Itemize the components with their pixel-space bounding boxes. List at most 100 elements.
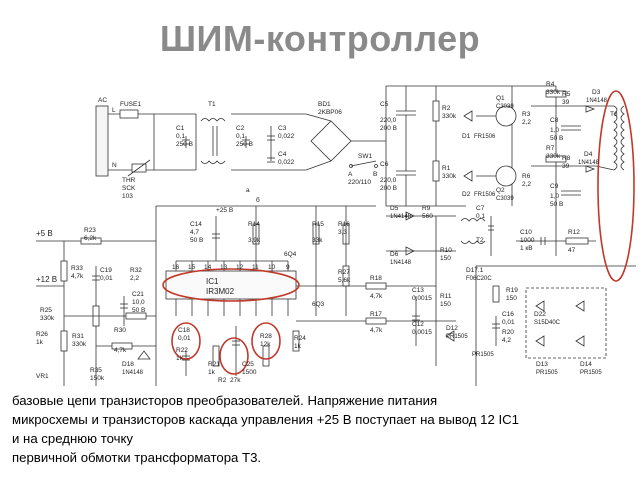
highlight-marks xyxy=(162,90,635,375)
component-label: D4 xyxy=(584,151,593,158)
component-label: 330k xyxy=(72,341,87,348)
component-label: 1000 xyxy=(520,237,535,244)
component-label: 13 xyxy=(220,264,228,271)
component-label: D3 xyxy=(592,89,601,96)
component-label: L xyxy=(112,107,116,114)
component-label: N xyxy=(112,162,117,169)
component-label: 11 xyxy=(252,264,259,271)
component-label: Q1 xyxy=(496,95,505,102)
component-label: 1,0 xyxy=(550,193,559,200)
component-label: R12 xyxy=(568,229,580,236)
component-label: D12 xyxy=(446,325,458,332)
component-label: 39 xyxy=(562,99,570,106)
ic1-highlight-ellipse xyxy=(162,268,300,302)
component-label: 0,0015 xyxy=(412,295,432,302)
caption-line: базовые цепи транзисторов преобразовател… xyxy=(12,393,438,408)
slide-title: ШИМ-контроллер xyxy=(159,18,481,59)
component-label: R2 xyxy=(218,377,227,384)
component-label: C7 xyxy=(476,205,485,212)
component-label: D1 xyxy=(462,133,471,140)
component-label: D5 xyxy=(390,205,399,212)
component-label: R1 xyxy=(442,165,451,172)
component-label: 220,0 xyxy=(380,117,397,124)
wires xyxy=(36,85,636,386)
component-label: 1N4148 xyxy=(578,160,600,166)
component-label: 1k xyxy=(36,339,44,346)
component-label: R28 xyxy=(260,333,272,340)
component-label: R2 xyxy=(442,105,451,112)
component-label: 1N4148 xyxy=(122,370,144,376)
component-label: R17 xyxy=(370,311,382,318)
component-label: 50 В xyxy=(550,135,563,142)
component-labels: AC L N FUSE1 T1 C1 0,1 250 В C2 0,1 250 … xyxy=(36,81,618,384)
component-label: 220/110 xyxy=(348,179,371,186)
component-label: PR1505 xyxy=(580,370,602,376)
component-label: R16 xyxy=(338,221,350,228)
component-label: R10 xyxy=(440,247,452,254)
component-label: 330k xyxy=(546,89,561,96)
component-label: 150k xyxy=(90,375,105,382)
component-label: D13 xyxy=(536,361,548,368)
component-label: 1,0 xyxy=(550,127,559,134)
caption-text: базовые цепи транзисторов преобразовател… xyxy=(12,391,632,467)
component-label: 220,0 xyxy=(380,177,397,184)
component-label: FUSE1 xyxy=(120,101,141,108)
component-label: 2,2 xyxy=(522,181,531,188)
component-label: R6 xyxy=(522,173,531,180)
component-label: C19 xyxy=(100,267,112,274)
component-label: R9 xyxy=(422,205,431,212)
component-label: 50 В xyxy=(550,201,563,208)
component-label: C2 xyxy=(236,125,245,132)
component-label: R5 xyxy=(562,91,571,98)
component-label: 0,01 xyxy=(502,319,515,326)
component-label: C18 xyxy=(178,327,190,334)
component-label: 16 xyxy=(172,264,180,271)
component-label: 5,6k xyxy=(338,277,351,284)
component-label: C25 xyxy=(242,361,254,368)
component-label: PR1505 xyxy=(536,370,558,376)
component-label: 1N4148 xyxy=(390,214,412,220)
component-label: 3,9k xyxy=(248,237,261,244)
component-label: 14 xyxy=(204,264,212,271)
component-label: 2KBP06 xyxy=(318,109,342,116)
c25-highlight-circle xyxy=(219,337,249,375)
component-label: C10 xyxy=(520,229,532,236)
component-label: 0,1 xyxy=(476,213,485,220)
component-label: 4,7 xyxy=(190,229,199,236)
circuit-schematic: AC L N FUSE1 T1 C1 0,1 250 В C2 0,1 250 … xyxy=(36,66,636,386)
component-label: +12 В xyxy=(36,275,57,284)
component-label: 330k xyxy=(442,113,457,120)
component-label: R32 xyxy=(130,267,142,274)
component-label: PR1505 xyxy=(446,334,468,340)
component-label: R4 xyxy=(546,81,555,88)
caption-line: микросхемы и транзисторов каскада управл… xyxy=(12,412,520,427)
component-label: 10,0 xyxy=(132,299,145,306)
component-label: R25 xyxy=(40,307,52,314)
component-label: IC1 xyxy=(206,277,219,286)
component-label: T1 xyxy=(208,101,216,108)
component-label: 1k xyxy=(294,343,302,350)
component-label: VR1 xyxy=(36,373,49,380)
component-label: 200 В xyxy=(380,125,397,132)
r28-highlight-circle xyxy=(251,322,281,360)
component-label: 4,7k xyxy=(370,327,383,334)
component-label: AC xyxy=(98,97,107,104)
component-label: C8 xyxy=(550,117,559,124)
component-label: 150 xyxy=(440,255,451,262)
component-label: T3 xyxy=(610,111,618,118)
component-label: C9 xyxy=(550,183,559,190)
component-label: C5 xyxy=(380,101,389,108)
c18-highlight-circle xyxy=(171,322,201,360)
component-label: 12k xyxy=(260,341,271,348)
component-label: R14 xyxy=(248,221,260,228)
component-label: 47 xyxy=(568,247,576,254)
component-label: D22 xyxy=(534,311,546,318)
component-label: a xyxy=(246,187,250,194)
component-label: S15D40C xyxy=(534,320,561,326)
component-label: 0,1 xyxy=(176,133,185,140)
component-label: SW1 xyxy=(358,153,372,160)
component-label: б xyxy=(256,196,260,204)
component-label: R20 xyxy=(502,329,514,336)
component-label: R35 xyxy=(90,367,102,374)
component-label: 0,01 xyxy=(100,275,113,282)
